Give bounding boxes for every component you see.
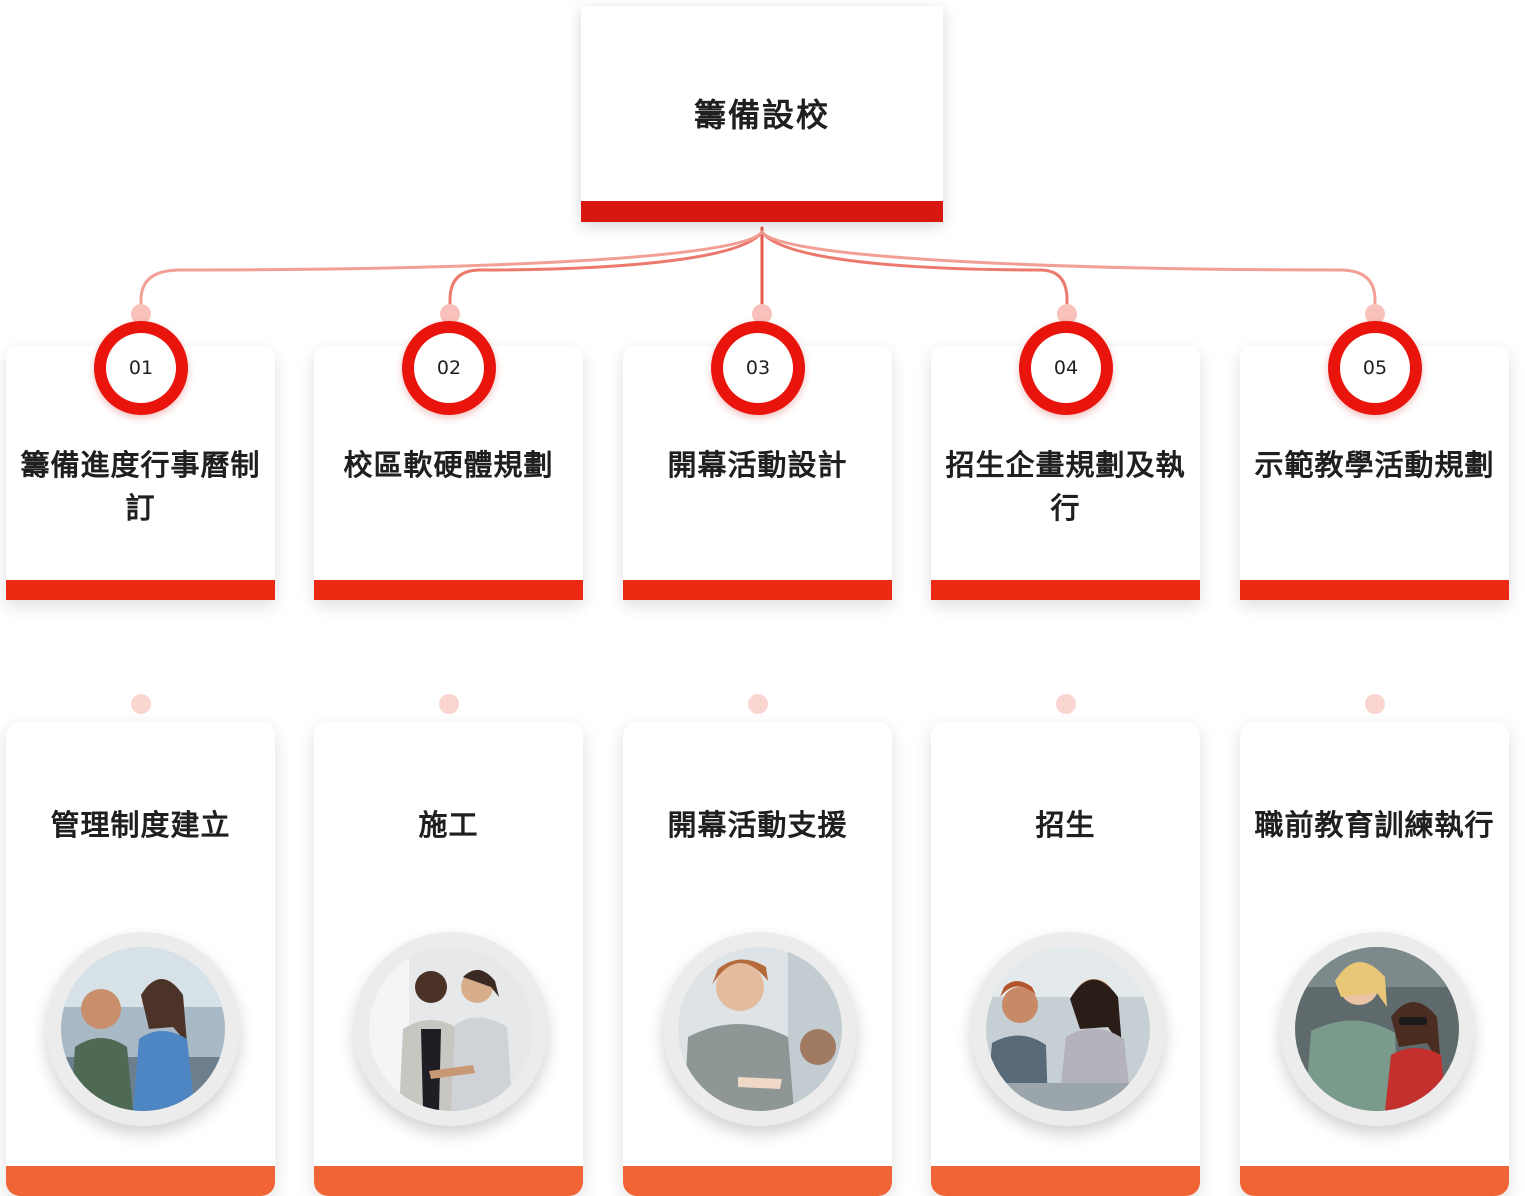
teamwork-photo-illustration xyxy=(986,947,1150,1111)
stage-title: 校區軟硬體規劃 xyxy=(343,448,554,482)
handshake-photo-illustration xyxy=(369,947,533,1111)
stage-number-badge-02: 02 xyxy=(402,321,496,415)
stage-accent-bar xyxy=(931,580,1200,600)
stage-title: 招生企畫規劃及執行 xyxy=(945,448,1186,525)
meeting-photo-illustration xyxy=(61,947,225,1111)
stage-card-01: 籌備進度行事曆制訂 xyxy=(6,346,275,600)
stage-accent-bar xyxy=(623,580,892,600)
stage-number-badge-03: 03 xyxy=(711,321,805,415)
task-card-01: 管理制度建立 xyxy=(6,722,275,1196)
stage-accent-bar xyxy=(1240,580,1509,600)
task-accent-bar xyxy=(623,1166,892,1196)
stage-number: 05 xyxy=(1340,333,1410,403)
task-title: 施工 xyxy=(418,808,479,842)
task-title: 職前教育訓練執行 xyxy=(1254,808,1495,842)
stage-number: 04 xyxy=(1031,333,1101,403)
stage-title: 示範教學活動規劃 xyxy=(1254,448,1495,482)
task-title: 招生 xyxy=(1035,808,1096,842)
stage-number-badge-01: 01 xyxy=(94,321,188,415)
task-card-03: 開幕活動支援 xyxy=(623,722,892,1196)
task-title: 管理制度建立 xyxy=(50,808,231,842)
stage-number-badge-04: 04 xyxy=(1019,321,1113,415)
stage-card-02: 校區軟硬體規劃 xyxy=(314,346,583,600)
stage-accent-bar xyxy=(6,580,275,600)
root-node: 籌備設校 xyxy=(581,6,943,222)
stage-title: 籌備進度行事曆制訂 xyxy=(20,448,261,525)
training-photo-icon xyxy=(1280,932,1474,1126)
stage-accent-bar xyxy=(314,580,583,600)
task-accent-bar xyxy=(314,1166,583,1196)
root-title: 籌備設校 xyxy=(693,96,830,134)
stage-number-badge-05: 05 xyxy=(1328,321,1422,415)
stage-title: 開幕活動設計 xyxy=(667,448,848,482)
stage-number: 02 xyxy=(414,333,484,403)
task-card-05: 職前教育訓練執行 xyxy=(1240,722,1509,1196)
task-card-04: 招生 xyxy=(931,722,1200,1196)
task-accent-bar xyxy=(6,1166,275,1196)
handshake-photo-icon xyxy=(354,932,548,1126)
task-accent-bar xyxy=(931,1166,1200,1196)
task-accent-bar xyxy=(1240,1166,1509,1196)
greeting-photo-illustration xyxy=(678,947,842,1111)
stage-number: 03 xyxy=(723,333,793,403)
root-accent-bar xyxy=(581,201,943,222)
task-title: 開幕活動支援 xyxy=(667,808,848,842)
training-photo-illustration xyxy=(1295,947,1459,1111)
greeting-photo-icon xyxy=(663,932,857,1126)
teamwork-photo-icon xyxy=(971,932,1165,1126)
stage-number: 01 xyxy=(106,333,176,403)
task-card-02: 施工 xyxy=(314,722,583,1196)
meeting-photo-icon xyxy=(46,932,240,1126)
